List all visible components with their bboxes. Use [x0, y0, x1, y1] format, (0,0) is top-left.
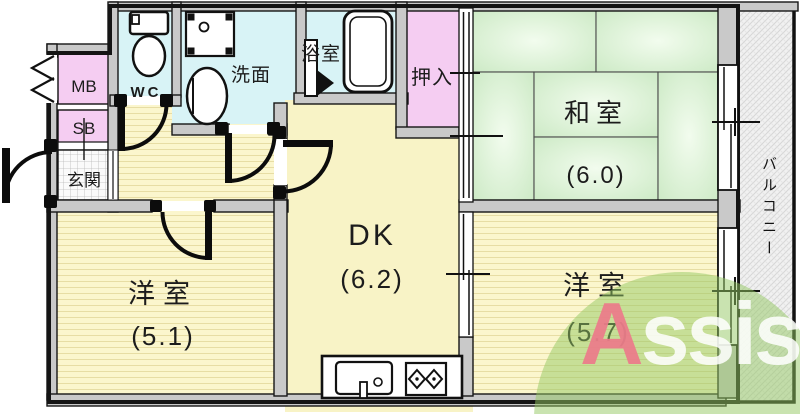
bathroom-label: 浴室 [301, 43, 341, 65]
western-left-door-icon [150, 200, 216, 260]
mb-label: MB [71, 77, 97, 96]
unit-outline [47, 4, 740, 404]
sliding-door-dk-western-right [446, 211, 490, 338]
genkan-label: 玄関 [67, 171, 101, 190]
genkan-hall-step-opening [107, 149, 119, 201]
washroom-label: 洗面 [231, 64, 271, 86]
washbasin-icon [185, 66, 229, 126]
dk-size: (6.2) [340, 264, 403, 294]
western-left-size: (5.1) [131, 321, 194, 351]
doorway-washroom [229, 125, 269, 134]
washitsu-size: (6.0) [566, 162, 625, 189]
watermark-text: Assist [580, 290, 800, 378]
kitchen-sink-icon [334, 360, 394, 399]
sb-label: SB [73, 119, 96, 138]
toilet-icon [128, 10, 170, 78]
oshiire-closet [398, 8, 459, 129]
doorway-wc [120, 96, 166, 105]
balcony-label: バルコニー [760, 156, 777, 261]
window-washitsu-balcony [712, 64, 760, 191]
entrance-door-icon [2, 139, 57, 208]
doorway-western-left [152, 201, 214, 211]
washitsu-label: 和室 [564, 98, 628, 128]
wall-break-zigzag-icon [29, 55, 55, 103]
kitchen-counter [320, 354, 464, 400]
bathroom-door-icon [304, 39, 334, 97]
meter-box [57, 51, 111, 105]
doorway-dk [274, 139, 287, 185]
dk-door-icon [273, 126, 333, 199]
dk-label: DK [348, 219, 396, 252]
watermark-rest: ssist [640, 284, 800, 383]
wc-door-icon [114, 94, 173, 151]
washing-machine-pan-icon [184, 10, 236, 58]
western-left-label: 洋室 [128, 279, 198, 309]
oshiire-label: 押入 [411, 66, 453, 89]
watermark-first-letter: A [580, 284, 644, 383]
tatami-mats [472, 9, 721, 201]
bathtub-icon [342, 9, 394, 94]
sliding-door-oshiire-washitsu [450, 7, 503, 203]
stove-burners-icon [404, 361, 448, 397]
wc-label: WC [131, 84, 162, 101]
